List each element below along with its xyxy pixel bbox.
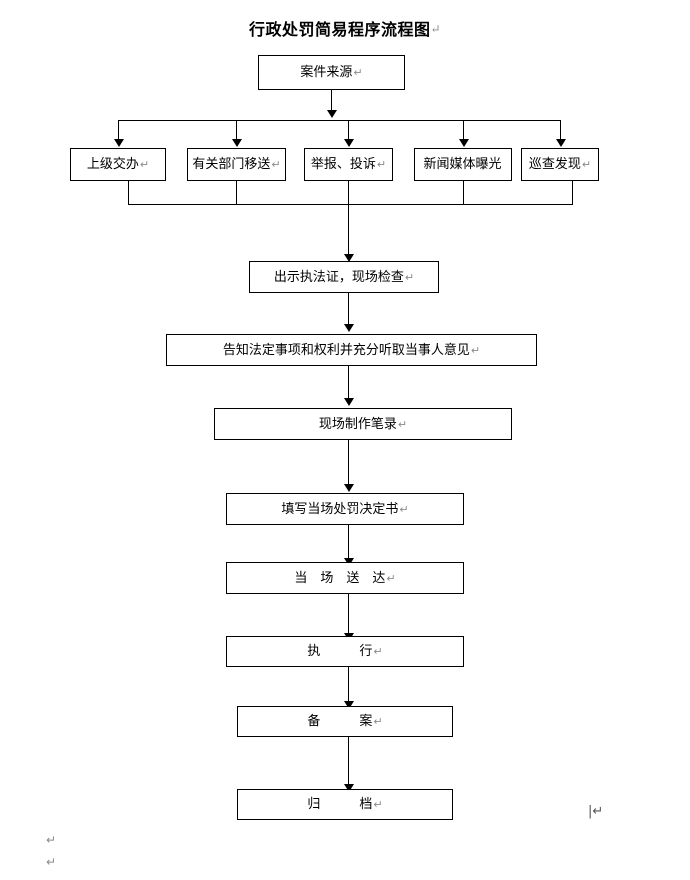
node-step-3[interactable]: 现场制作笔录↵ — [214, 408, 512, 440]
node-step-5-label: 当 场 送 达 — [294, 570, 386, 586]
node-step-7-label: 备 案 — [307, 714, 373, 729]
node-step-7[interactable]: 备 案↵ — [237, 706, 453, 737]
connector-fanout-drop-2 — [236, 120, 237, 141]
connector-merge-bus — [128, 204, 573, 205]
text-caret-mark: |↵ — [588, 804, 604, 819]
node-step-4-label: 填写当场处罚决定书 — [281, 501, 399, 517]
arrowhead-step-8 — [344, 784, 354, 792]
node-case-source-label: 案件来源 — [300, 65, 353, 80]
node-source-1-mark: ↵ — [139, 158, 150, 171]
node-step-4-mark: ↵ — [399, 502, 409, 516]
node-source-4[interactable]: 新闻媒体曝光 — [414, 148, 512, 181]
arrowhead-fanout-5 — [556, 139, 566, 147]
node-step-8-label: 归 档 — [307, 797, 373, 812]
node-case-source[interactable]: 案件来源↵ — [258, 55, 405, 90]
connector-fanout-drop-5 — [560, 120, 561, 141]
connector-merge-stub-5 — [572, 181, 573, 205]
node-case-source-mark: ↵ — [353, 66, 363, 79]
node-source-1[interactable]: 上级交办↵ — [70, 148, 166, 181]
connector-merge-stub-4 — [463, 181, 464, 205]
arrowhead-step-7 — [344, 701, 354, 709]
arrowhead-step-2 — [344, 324, 354, 332]
connector-merge-to-step-1 — [348, 181, 349, 258]
node-step-6-mark: ↵ — [373, 645, 383, 658]
connector-merge-stub-2 — [236, 181, 237, 205]
page-title-text: 行政处罚简易程序流程图 — [248, 20, 431, 39]
arrowhead-fanout-2 — [232, 139, 242, 147]
node-step-8[interactable]: 归 档↵ — [237, 789, 453, 820]
connector-source-down — [331, 90, 332, 112]
arrowhead-fanout-4 — [459, 139, 469, 147]
connector-fanout-drop-1 — [118, 120, 119, 141]
connector-fanout-drop-3 — [348, 120, 349, 141]
arrowhead-step-4 — [344, 484, 354, 492]
connector-step-6-to-7 — [348, 667, 349, 707]
node-step-4[interactable]: 填写当场处罚决定书↵ — [226, 493, 464, 525]
page-title-paragraph-mark: ↵ — [430, 22, 442, 36]
node-source-3[interactable]: 举报、投诉↵ — [304, 148, 393, 181]
node-step-3-mark: ↵ — [397, 417, 408, 431]
paragraph-mark-2: ↵ — [46, 855, 57, 869]
node-step-5-mark: ↵ — [386, 571, 396, 585]
node-source-5[interactable]: 巡查发现↵ — [521, 148, 599, 181]
node-step-8-mark: ↵ — [373, 798, 383, 811]
node-step-2-label: 告知法定事项和权利并充分听取当事人意见 — [222, 342, 470, 358]
node-step-1-label: 出示执法证，现场检查 — [273, 269, 404, 285]
node-step-3-label: 现场制作笔录 — [318, 416, 397, 432]
connector-merge-stub-1 — [128, 181, 129, 205]
arrowhead-source-to-bus — [327, 110, 337, 118]
node-source-2[interactable]: 有关部门移送↵ — [187, 148, 286, 181]
paragraph-mark-1: ↵ — [46, 833, 57, 847]
node-step-5[interactable]: 当 场 送 达↵ — [226, 562, 464, 594]
arrowhead-step-1 — [344, 254, 354, 262]
node-source-3-label: 举报、投诉 — [310, 157, 376, 172]
page-title: 行政处罚简易程序流程图↵ — [0, 16, 690, 40]
connector-fanout-drop-4 — [463, 120, 464, 141]
node-source-5-mark: ↵ — [581, 158, 592, 171]
node-source-3-mark: ↵ — [376, 158, 387, 171]
arrowhead-step-3 — [344, 398, 354, 406]
connector-step-1-to-2 — [348, 293, 349, 326]
connector-step-7-to-8 — [348, 737, 349, 789]
node-step-2-mark: ↵ — [470, 343, 481, 357]
node-step-2[interactable]: 告知法定事项和权利并充分听取当事人意见↵ — [166, 334, 537, 366]
connector-step-5-to-6 — [348, 594, 349, 636]
node-step-6-label: 执 行 — [307, 644, 373, 659]
node-source-2-mark: ↵ — [271, 158, 281, 171]
node-source-1-label: 上级交办 — [86, 157, 139, 172]
node-source-5-label: 巡查发现 — [528, 157, 581, 172]
node-step-7-mark: ↵ — [373, 715, 383, 728]
arrowhead-fanout-1 — [114, 139, 124, 147]
connector-fanout-bus — [118, 120, 560, 121]
node-source-4-label: 新闻媒体曝光 — [423, 157, 502, 172]
arrowhead-fanout-3 — [344, 139, 354, 147]
node-step-1[interactable]: 出示执法证，现场检查↵ — [249, 261, 439, 293]
node-source-2-label: 有关部门移送 — [192, 157, 271, 172]
node-step-1-mark: ↵ — [404, 270, 415, 284]
node-step-6[interactable]: 执 行↵ — [226, 636, 464, 667]
connector-step-2-to-3 — [348, 366, 349, 400]
connector-step-3-to-4 — [348, 440, 349, 486]
connector-step-4-to-5 — [348, 525, 349, 561]
